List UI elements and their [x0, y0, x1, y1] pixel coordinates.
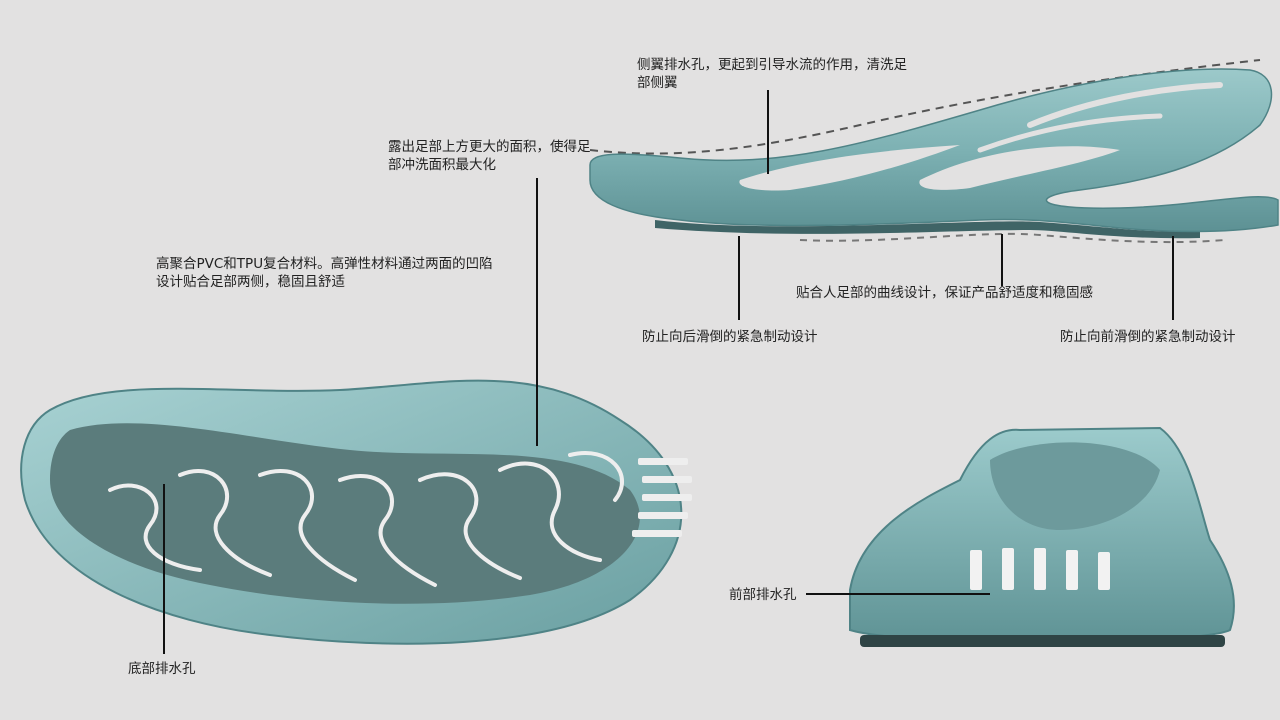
annotation-side-drain: 侧翼排水孔，更起到引导水流的作用，清洗足部侧翼 [637, 57, 907, 91]
lower-guide-dashes [799, 232, 1226, 244]
front-drain-slits [970, 548, 1110, 590]
side-drain-slot [739, 145, 960, 191]
front-view-opening [990, 442, 1160, 530]
annotation-exposed-area: 露出足部上方更大的面积，使得足部冲洗面积最大化 [388, 139, 591, 173]
leader-line-curve-design [1001, 234, 1003, 286]
sole-inner-bed [50, 423, 640, 604]
sole-view-shoe-render [20, 379, 692, 645]
leader-line-anti-slip-back [738, 236, 740, 320]
annotation-front-drain: 前部排水孔 [729, 587, 797, 603]
leader-line-bottom-drain [163, 484, 165, 654]
annotation-material: 高聚合PVC和TPU复合材料。高弹性材料通过两面的凹陷设计贴合足部两侧，稳固且舒… [156, 256, 493, 290]
leader-line-side-drain [767, 90, 769, 174]
front-outsole [860, 635, 1225, 647]
toe-drain-slits [632, 458, 692, 537]
annotation-anti-slip-back: 防止向后滑倒的紧急制动设计 [642, 329, 818, 345]
annotation-bottom-drain: 底部排水孔 [128, 661, 196, 677]
annotation-anti-slip-front: 防止向前滑倒的紧急制动设计 [1060, 329, 1236, 345]
side-view-shoe-render [589, 59, 1279, 244]
leader-line-anti-slip-front [1172, 236, 1174, 320]
side-window [919, 146, 1120, 190]
side-stripe [1027, 82, 1223, 128]
leader-line-exposed-area [536, 178, 538, 446]
bottom-drain-slots [108, 451, 624, 587]
leader-line-front-drain [806, 593, 990, 595]
annotation-curve-design: 贴合人足部的曲线设计，保证产品舒适度和稳固感 [796, 285, 1093, 301]
outsole-tread [655, 220, 1200, 239]
front-view-shoe-render [849, 426, 1235, 647]
side-stripe [977, 113, 1163, 153]
